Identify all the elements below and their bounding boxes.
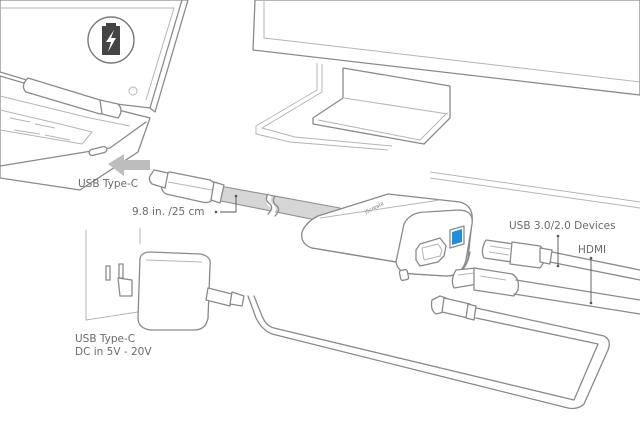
label-cable-length: 9.8 in. /25 cm [132,206,205,218]
insert-arrow-icon [108,154,150,176]
desk-edge [429,171,640,203]
usb-c-cable [148,169,341,225]
wall-outlet [85,228,141,321]
leader-lines [214,194,593,305]
label-usb-devices: USB 3.0/2.0 Devices [509,220,616,232]
usb-a-plug [481,239,640,281]
monitor [252,0,640,151]
hdmi-plug [451,267,640,315]
label-hdmi: HDMI [578,244,607,256]
label-power-usb-c: USB Type-C [75,333,136,345]
laptop [0,0,189,191]
label-power-input: DC in 5V - 20V [75,346,152,358]
multi-port-adapter: j5create [301,193,473,282]
usb-c-power-plug [247,295,610,410]
battery-charging-icon [87,16,135,64]
wall-charger [117,251,245,331]
desk-edge [429,177,640,209]
label-laptop-usb-c: USB Type-C [78,178,139,190]
